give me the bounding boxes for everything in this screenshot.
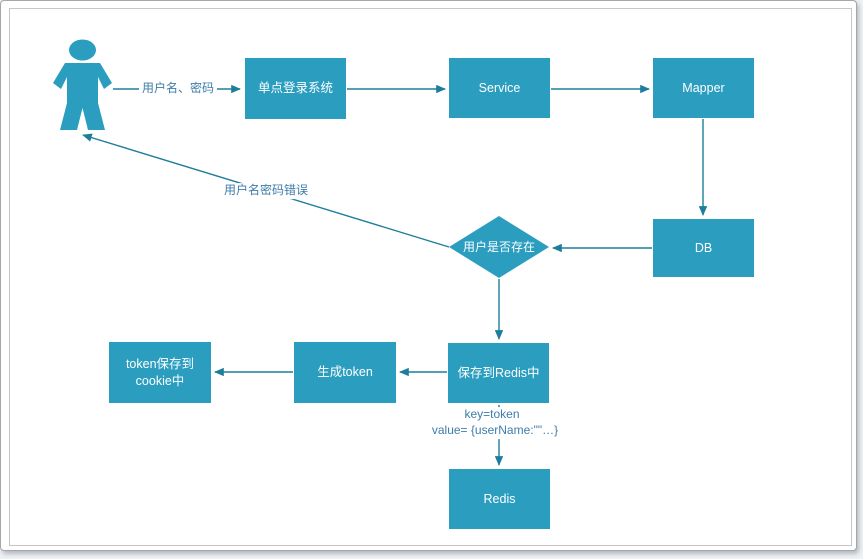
edge-label-redis-value: value= {userName:""…} — [428, 423, 562, 439]
node-db[interactable]: DB — [653, 219, 754, 277]
edge-label-redis-key: key=token — [461, 407, 523, 423]
node-service[interactable]: Service — [449, 58, 550, 118]
node-service-label: Service — [478, 80, 521, 95]
node-gen-token[interactable]: 生成token — [294, 342, 396, 403]
node-sso[interactable]: 单点登录系统 — [245, 58, 346, 119]
node-user-exists-label: 用户是否存在 — [462, 239, 535, 254]
node-mapper-label: Mapper — [682, 80, 725, 95]
node-token-cookie-label: token保存到cookie中 — [125, 356, 195, 388]
node-db-label: DB — [694, 240, 713, 255]
edge-label-credentials: 用户名、密码 — [138, 81, 218, 97]
node-redis-label: Redis — [483, 491, 516, 506]
edge-label-wrong-credentials: 用户名密码错误 — [220, 183, 312, 199]
node-save-redis-label: 保存到Redis中 — [457, 365, 540, 380]
window-frame: 单点登录系统 Service Mapper DB 用户是否存在 保存到Redis… — [0, 0, 857, 551]
node-token-cookie[interactable]: token保存到cookie中 — [109, 342, 211, 403]
node-redis[interactable]: Redis — [449, 469, 550, 529]
node-gen-token-label: 生成token — [317, 365, 373, 380]
node-save-redis[interactable]: 保存到Redis中 — [448, 343, 549, 403]
node-mapper[interactable]: Mapper — [653, 58, 754, 118]
node-sso-label: 单点登录系统 — [257, 81, 333, 96]
